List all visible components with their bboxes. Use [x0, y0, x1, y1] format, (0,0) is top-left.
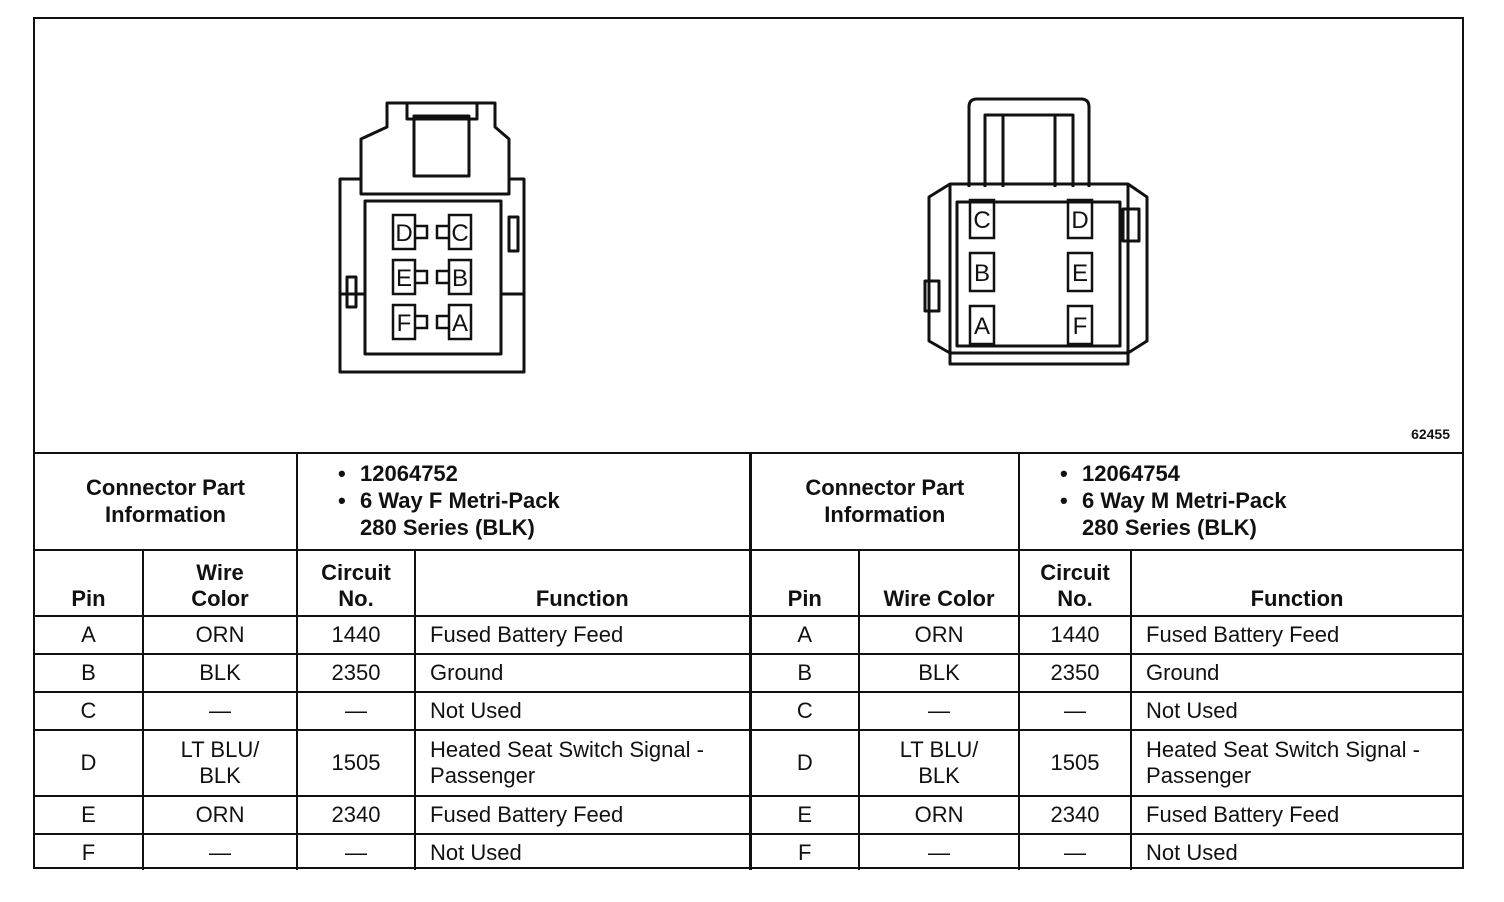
pin-cell: A	[35, 616, 144, 655]
connector-figure: D C E B F A C D B E A F 62455	[35, 19, 1462, 454]
wire-color-cell: LT BLU/ BLK	[858, 729, 1021, 797]
function-cell: Fused Battery Feed	[414, 795, 752, 835]
circuit-cell: —	[1018, 691, 1133, 731]
pin-cell: E	[35, 795, 144, 835]
female-cavity-label: F	[397, 310, 412, 337]
col-function-right: Function	[1130, 549, 1463, 617]
col-wire-right: Wire Color	[858, 549, 1021, 617]
wire-color-cell: —	[858, 691, 1021, 731]
female-cavity-label: E	[396, 265, 412, 292]
circuit-cell: —	[296, 833, 417, 870]
pin-cell: F	[35, 833, 144, 870]
col-pin-left: Pin	[35, 549, 144, 617]
male-cavity-label: F	[1073, 313, 1088, 340]
circuit-cell: 1505	[296, 729, 417, 797]
function-cell: Fused Battery Feed	[1130, 795, 1463, 835]
female-cavity-label: C	[451, 220, 468, 247]
function-cell: Not Used	[1130, 691, 1463, 731]
connector-info-left: 12064752 6 Way F Metri-Pack 280 Series (…	[296, 452, 752, 551]
circuit-cell: —	[1018, 833, 1133, 870]
pin-cell: F	[749, 833, 861, 870]
female-cavity-label: D	[395, 220, 412, 247]
circuit-cell: 2340	[1018, 795, 1133, 835]
col-wire-left: Wire Color	[141, 549, 299, 617]
male-cavity-label: D	[1071, 207, 1088, 234]
wire-color-cell: BLK	[141, 653, 299, 693]
function-cell: Not Used	[1130, 833, 1463, 870]
male-connector-drawing	[923, 97, 1149, 366]
circuit-cell: —	[296, 691, 417, 731]
function-cell: Fused Battery Feed	[414, 616, 752, 655]
function-cell: Fused Battery Feed	[1130, 616, 1463, 655]
part-description-right: 6 Way M Metri-Pack 280 Series (BLK)	[1060, 487, 1322, 541]
function-cell: Heated Seat Switch Signal - Passenger	[414, 729, 752, 797]
connector-info-row: Connector Part Information 12064752 6 Wa…	[35, 452, 1463, 551]
female-cavity-label: B	[452, 265, 468, 292]
wire-color-cell: ORN	[141, 616, 299, 655]
circuit-cell: 2350	[296, 653, 417, 693]
pin-cell: A	[749, 616, 861, 655]
connector-info-right: 12064754 6 Way M Metri-Pack 280 Series (…	[1018, 452, 1463, 551]
female-cavity-label: A	[452, 310, 468, 337]
col-function-left: Function	[414, 549, 752, 617]
circuit-cell: 1505	[1018, 729, 1133, 797]
part-number-left: 12064752	[338, 460, 741, 487]
circuit-cell: 2350	[1018, 653, 1133, 693]
circuit-cell: 1440	[296, 616, 417, 655]
circuit-cell: 2340	[296, 795, 417, 835]
column-header-row: Pin Wire Color Circuit No. Function Pin …	[35, 549, 1463, 617]
male-cavity-label: E	[1072, 260, 1088, 287]
diagram-frame: D C E B F A C D B E A F 62455	[33, 17, 1464, 870]
wire-color-cell: —	[858, 833, 1021, 870]
function-cell: Not Used	[414, 833, 752, 870]
connector-drawings: D C E B F A C D B E A F	[338, 97, 1149, 374]
function-cell: Ground	[1130, 653, 1463, 693]
col-circuit-right: Circuit No.	[1018, 549, 1133, 617]
col-circuit-left: Circuit No.	[296, 549, 417, 617]
connector-info-label-left: Connector Part Information	[35, 452, 299, 551]
wire-color-cell: ORN	[858, 795, 1021, 835]
wire-color-cell: —	[141, 833, 299, 870]
pin-cell: C	[35, 691, 144, 731]
figure-id: 62455	[1411, 426, 1450, 442]
pin-cell: B	[749, 653, 861, 693]
connector-info-label-right: Connector Part Information	[749, 452, 1021, 551]
function-cell: Not Used	[414, 691, 752, 731]
wire-color-cell: LT BLU/ BLK	[141, 729, 299, 797]
pinout-table: Connector Part Information 12064752 6 Wa…	[35, 452, 1463, 870]
wire-color-cell: BLK	[858, 653, 1021, 693]
circuit-cell: 1440	[1018, 616, 1133, 655]
female-connector-drawing	[338, 101, 526, 374]
male-cavity-label: B	[974, 260, 990, 287]
col-pin-right: Pin	[749, 549, 861, 617]
wire-color-cell: ORN	[858, 616, 1021, 655]
pin-cell: C	[749, 691, 861, 731]
function-cell: Ground	[414, 653, 752, 693]
part-number-right: 12064754	[1060, 460, 1454, 487]
pin-cell: E	[749, 795, 861, 835]
male-cavity-label: C	[973, 207, 990, 234]
pin-cell: D	[35, 729, 144, 797]
male-cavity-label: A	[974, 313, 990, 340]
wire-color-cell: —	[141, 691, 299, 731]
wire-color-cell: ORN	[141, 795, 299, 835]
part-description-left: 6 Way F Metri-Pack 280 Series (BLK)	[338, 487, 600, 541]
function-cell: Heated Seat Switch Signal - Passenger	[1130, 729, 1463, 797]
pin-cell: D	[749, 729, 861, 797]
pin-cell: B	[35, 653, 144, 693]
